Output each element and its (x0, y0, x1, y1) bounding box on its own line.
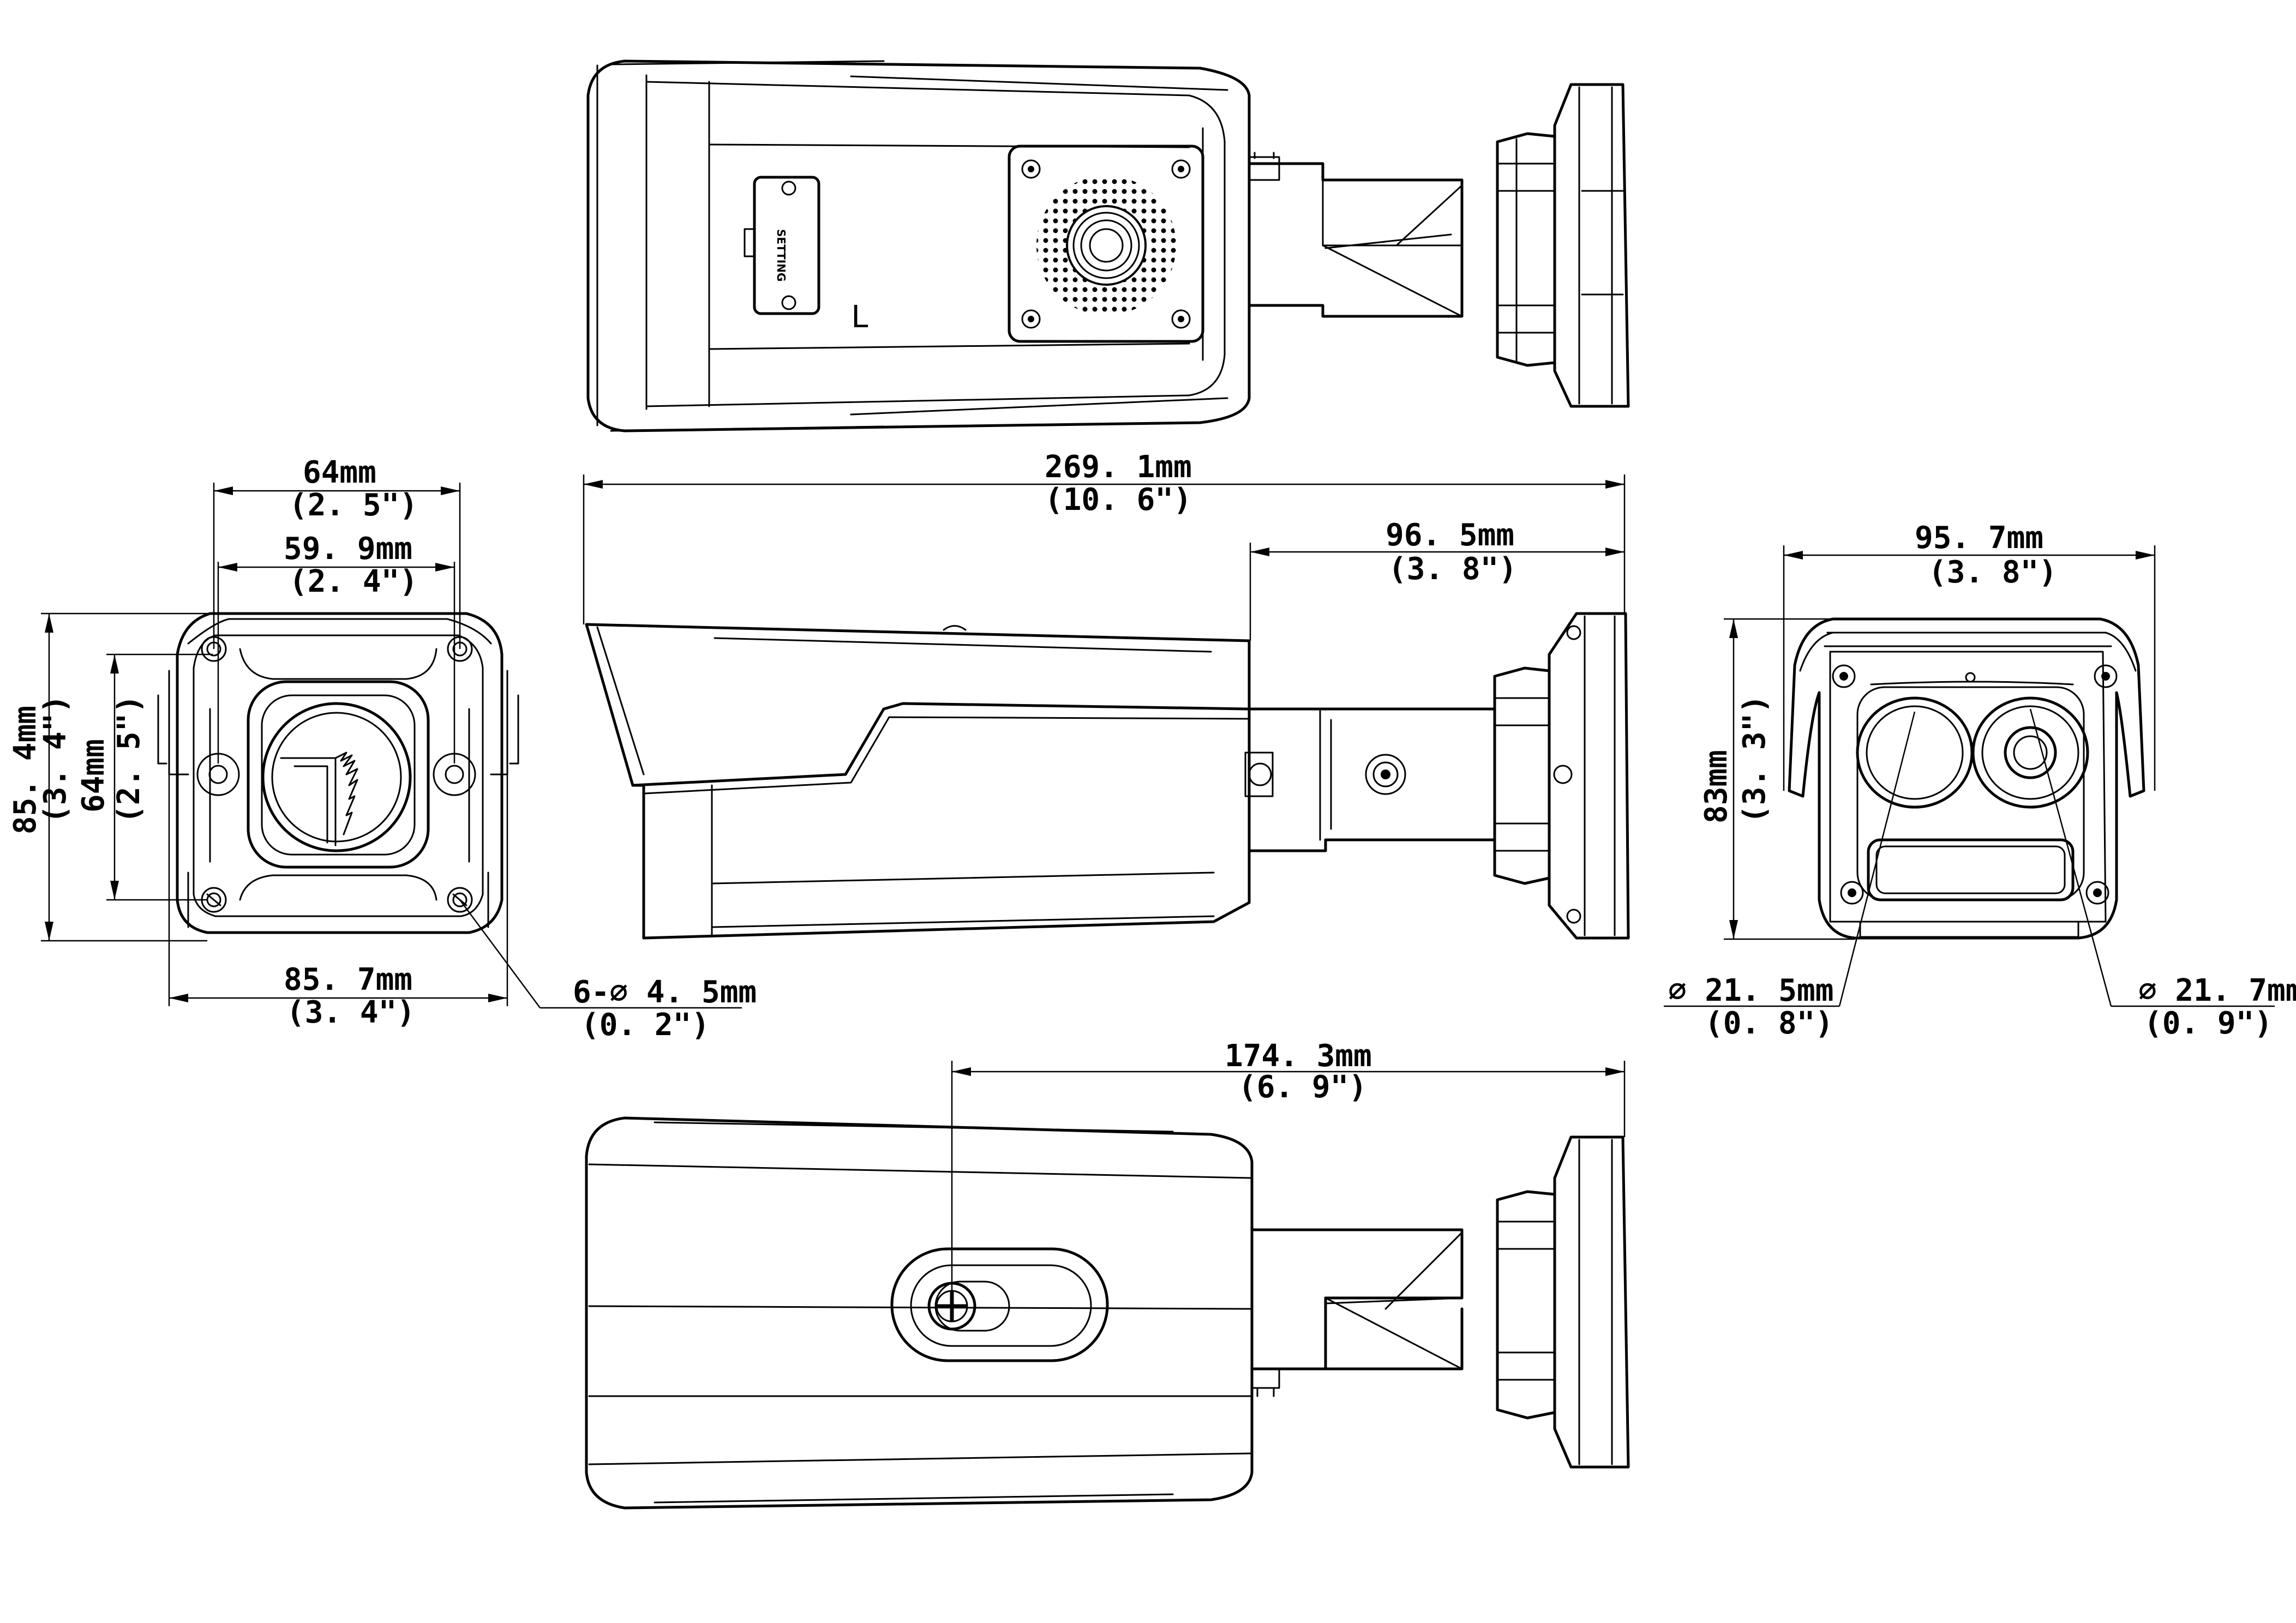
bracket-offset-mm: 174. 3mm (1225, 1038, 1372, 1074)
mount-holes-inch: (0. 2") (581, 1007, 710, 1043)
top-view: SETTING L (586, 59, 1630, 432)
mount-width-inner-inch: (2. 4") (289, 564, 418, 599)
mount-base-width-mm: 85. 7mm (284, 962, 412, 997)
mount-height-holes-inch: (2. 5") (111, 695, 147, 823)
side-marker: L (851, 299, 870, 335)
mount-width-outer-mm: 64mm (303, 455, 376, 490)
mount-width-inner-mm: 59. 9mm (284, 531, 412, 567)
total-length-inch: (10. 6") (1045, 482, 1192, 518)
mount-base-view (157, 612, 519, 934)
dimension-labels: 269. 1mm (10. 6") 96. 5mm (3. 8") 174. 3… (8, 449, 2296, 1105)
side-view (585, 612, 1630, 940)
lens-right (1971, 696, 2089, 809)
mount-height-total-mm: 85. 4mm (8, 706, 43, 834)
front-height-mm: 83mm (1699, 750, 1734, 823)
settings-panel: SETTING (744, 176, 820, 315)
mount-length-inch: (3. 8") (1388, 551, 1517, 587)
front-width-inch: (3. 8") (1928, 555, 2057, 590)
front-height-inch: (3. 3") (1737, 695, 1772, 823)
mount-width-outer-inch: (2. 5") (289, 488, 418, 523)
bottom-view (585, 1116, 1630, 1510)
lens-left-inch: (0. 8") (1705, 1006, 1833, 1041)
mount-length-mm: 96. 5mm (1386, 518, 1514, 553)
settings-label: SETTING (775, 229, 788, 281)
mount-height-holes-mm: 64mm (76, 739, 111, 813)
bracket-offset-inch: (6. 9") (1238, 1069, 1367, 1105)
dimension-lines (41, 474, 2275, 1306)
front-width-mm: 95. 7mm (1915, 520, 2043, 556)
lens-right-mm: ∅ 21. 7mm (2138, 973, 2296, 1008)
lens-right-inch: (0. 9") (2144, 1006, 2273, 1041)
speaker-grille (1008, 145, 1204, 343)
mount-height-total-inch: (3. 4") (38, 695, 73, 823)
mount-holes-mm: 6-∅ 4. 5mm (573, 975, 757, 1010)
lens-left-mm: ∅ 21. 5mm (1668, 973, 1833, 1008)
bracket-slot (890, 1247, 1109, 1362)
front-view (1788, 617, 2145, 940)
mount-base-width-inch: (3. 4") (286, 995, 415, 1030)
total-length-mm: 269. 1mm (1045, 449, 1192, 485)
